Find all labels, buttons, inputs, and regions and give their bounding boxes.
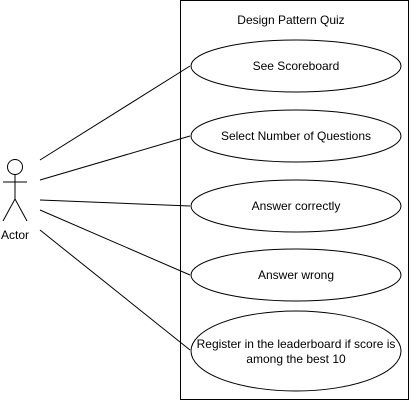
associations xyxy=(39,65,191,351)
actor-label: Actor xyxy=(1,228,29,242)
actor-right-leg xyxy=(14,198,28,222)
use-case-label: Answer wrong xyxy=(258,268,334,282)
association-answer-correctly xyxy=(39,199,191,207)
association-see-scoreboard xyxy=(39,65,191,161)
use-case-ellipse xyxy=(190,109,402,163)
association-register-leaderboard xyxy=(39,229,191,351)
actor-left-leg xyxy=(2,198,16,222)
use-case-ellipse xyxy=(190,179,402,233)
system-title: Design Pattern Quiz xyxy=(237,13,344,27)
use-case-label: See Scoreboard xyxy=(253,59,340,73)
use-case-ellipse xyxy=(190,310,402,392)
stick-figure-icon xyxy=(2,159,28,222)
use-case-label: Answer correctly xyxy=(252,199,341,213)
actor-head xyxy=(7,159,23,175)
use-case-label-line-1: Register in the leaderboard if score is xyxy=(197,337,396,351)
use-case-select-number-of-questions: Select Number of Questions xyxy=(190,109,402,163)
use-case-see-scoreboard: See Scoreboard xyxy=(190,39,402,93)
use-case-label: Select Number of Questions xyxy=(221,129,371,143)
use-case-answer-correctly: Answer correctly xyxy=(190,179,402,233)
use-case-ellipse xyxy=(190,248,402,302)
association-select-number-of-questions xyxy=(39,135,191,181)
use-case-register-leaderboard: Register in the leaderboard if score is … xyxy=(190,310,402,392)
association-answer-wrong xyxy=(39,209,191,276)
actor: Actor xyxy=(1,159,29,242)
use-case-ellipse xyxy=(190,39,402,93)
use-case-label-line-2: among the best 10 xyxy=(246,352,346,366)
use-case-answer-wrong: Answer wrong xyxy=(190,248,402,302)
